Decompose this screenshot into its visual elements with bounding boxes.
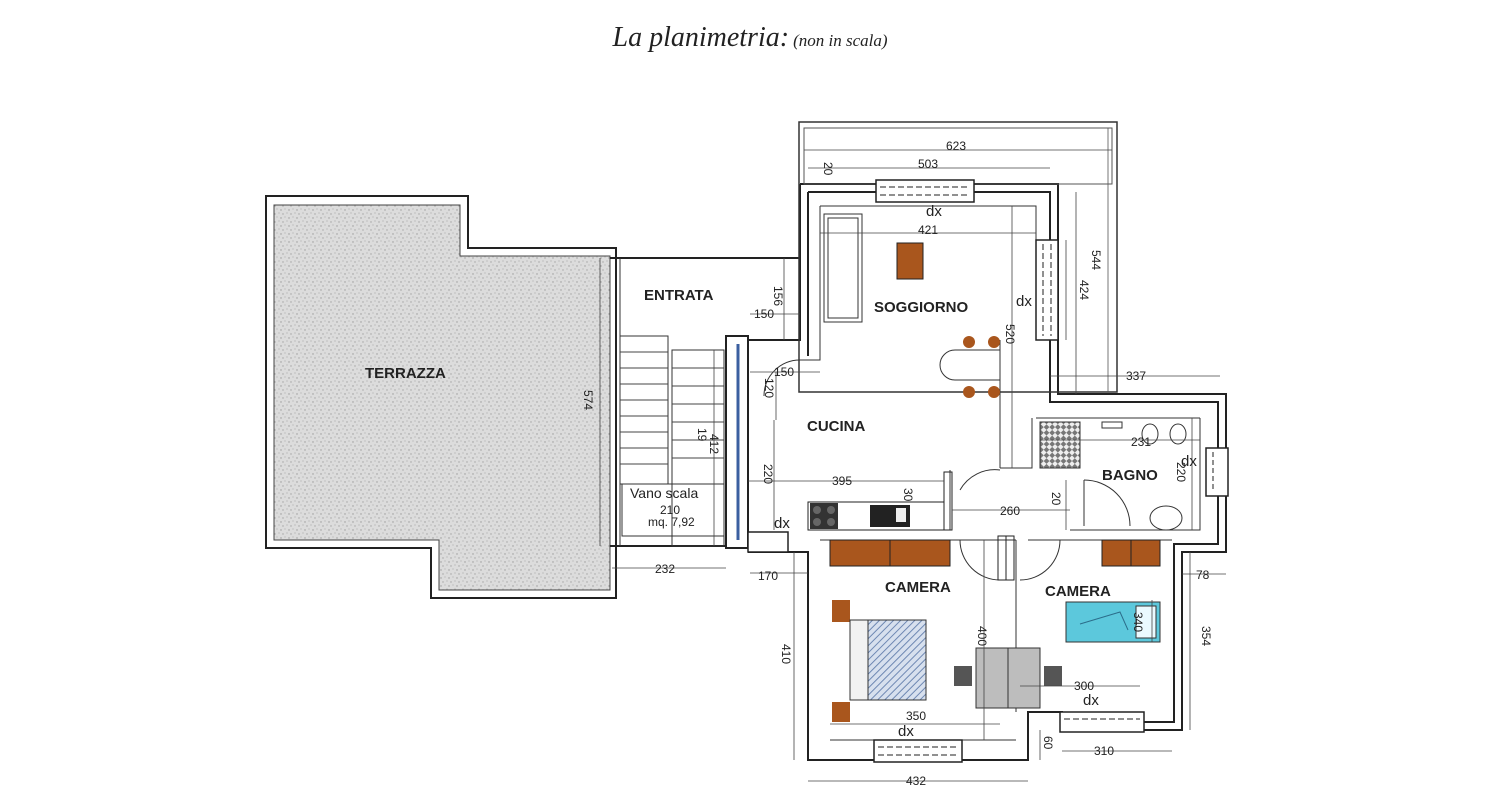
dim-337: 337 — [1126, 369, 1146, 383]
plan-title: La planimetria: (non in scala) — [0, 22, 1500, 54]
dim-156: 156 — [771, 286, 785, 306]
room-label-terrazza: TERRAZZA — [365, 365, 446, 382]
dim-232: 232 — [655, 562, 675, 576]
dim-400: 400 — [975, 626, 989, 646]
dim-310: 310 — [1094, 744, 1114, 758]
dx-marker-6: dx — [898, 723, 914, 740]
dim-354: 354 — [1199, 626, 1213, 646]
dim-210: 210 — [660, 503, 680, 517]
dim-421: 421 — [918, 223, 938, 237]
dim-300: 300 — [1074, 679, 1094, 693]
doors — [763, 359, 1131, 581]
dim-30: 30 — [901, 488, 915, 502]
dx-marker-2: dx — [1016, 293, 1032, 310]
dimension-lines — [599, 149, 1226, 782]
dim-424: 424 — [1077, 280, 1091, 300]
dim-260: 260 — [1000, 504, 1020, 518]
room-label-camera-2: CAMERA — [1045, 583, 1111, 600]
terrace — [265, 195, 617, 599]
dim-623: 623 — [946, 139, 966, 153]
dx-marker-4: dx — [774, 515, 790, 532]
dim-60: 60 — [1041, 736, 1055, 750]
dim-412: 412 — [707, 434, 721, 454]
windows — [747, 179, 1229, 763]
dim-231: 231 — [1131, 435, 1151, 449]
dim-503: 503 — [918, 157, 938, 171]
entrance-stair-area — [610, 257, 800, 549]
dim-350: 350 — [906, 709, 926, 723]
room-label-bagno: BAGNO — [1102, 467, 1158, 484]
dim-220-a: 220 — [761, 464, 775, 484]
stair-area-size: mq. 7,92 — [648, 515, 695, 529]
dim-78: 78 — [1196, 568, 1210, 582]
dim-150-b: 150 — [774, 365, 794, 379]
dim-220-b: 220 — [1174, 462, 1188, 482]
dx-marker-5: dx — [1083, 692, 1099, 709]
dim-120: 120 — [762, 378, 776, 398]
dim-20-b: 20 — [1049, 492, 1063, 506]
plan-title-scale-note: (non in scala) — [793, 31, 888, 50]
furniture — [807, 213, 1187, 722]
dim-340: 340 — [1131, 612, 1145, 632]
dim-19: 19 — [695, 428, 709, 442]
dim-520: 520 — [1003, 324, 1017, 344]
dim-544: 544 — [1089, 250, 1103, 270]
dim-150-a: 150 — [754, 307, 774, 321]
dim-574: 574 — [581, 390, 595, 410]
dim-20-a: 20 — [821, 162, 835, 176]
dim-170: 170 — [758, 569, 778, 583]
stair-area-label: Vano scala — [630, 485, 698, 501]
room-label-cucina: CUCINA — [807, 418, 865, 435]
dim-432: 432 — [906, 774, 926, 788]
dx-marker-3: dx — [1181, 453, 1197, 470]
room-label-soggiorno: SOGGIORNO — [874, 299, 969, 316]
room-label-camera-1: CAMERA — [885, 579, 951, 596]
dx-marker-1: dx — [926, 203, 942, 220]
dim-410: 410 — [779, 644, 793, 664]
plan-title-main: La planimetria: — [612, 22, 790, 53]
room-label-entrata: ENTRATA — [644, 287, 714, 304]
dim-395: 395 — [832, 474, 852, 488]
